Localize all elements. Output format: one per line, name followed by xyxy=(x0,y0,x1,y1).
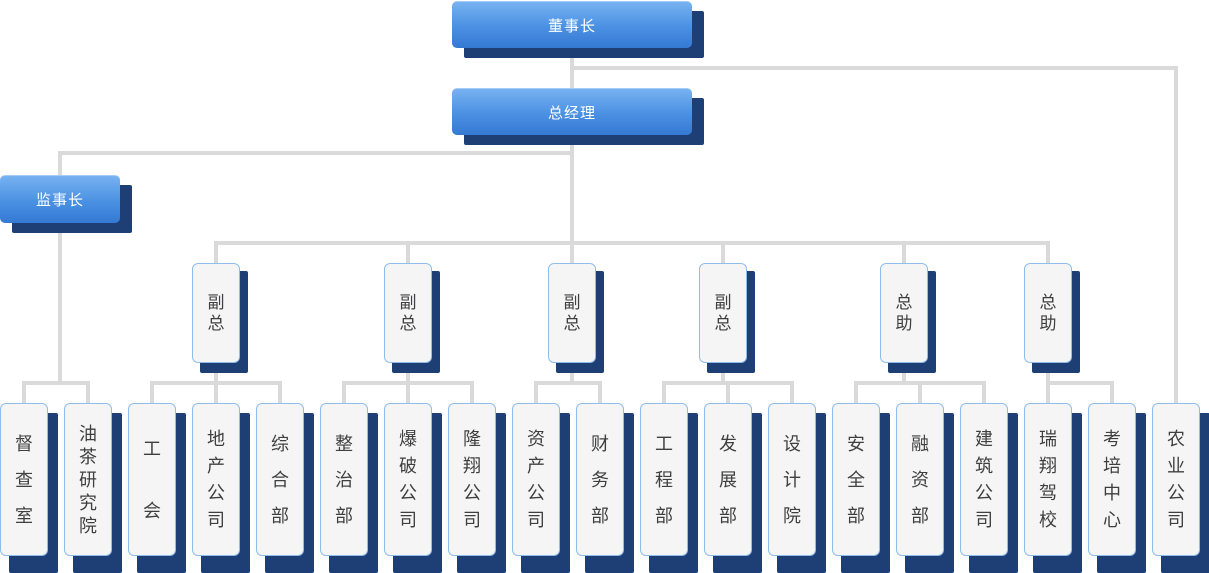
org-node-general-manager: 总经理 xyxy=(452,88,704,145)
node-label: 财务部 xyxy=(591,433,609,526)
node-label: 整治部 xyxy=(335,433,353,526)
node-label: 爆破公司 xyxy=(399,429,417,530)
org-node-engineering-dept: 工程部 xyxy=(640,403,698,573)
node-label: 油茶研究院 xyxy=(79,423,97,536)
node-label: 隆翔公司 xyxy=(463,429,481,530)
connector-line xyxy=(570,66,1178,70)
org-node-deputy-gm-4: 副总 xyxy=(699,263,755,373)
org-node-deputy-gm-1: 副总 xyxy=(192,263,248,373)
org-node-exam-training-center: 考培中心 xyxy=(1088,403,1146,573)
node-label: 副总 xyxy=(399,293,417,333)
connector-line xyxy=(342,381,346,405)
org-node-supervisory-chief: 监事长 xyxy=(0,175,132,233)
connector-line xyxy=(902,241,906,267)
node-label: 安全部 xyxy=(847,433,865,526)
org-node-safety-dept: 安全部 xyxy=(832,403,890,573)
connector-line xyxy=(854,381,858,405)
connector-line xyxy=(1046,241,1050,267)
connector-line xyxy=(570,134,574,244)
org-node-labor-union: 工会 xyxy=(128,403,186,573)
node-label: 总经理 xyxy=(547,104,596,122)
connector-line xyxy=(22,381,90,385)
node-label: 监事长 xyxy=(35,192,84,209)
org-node-rectification-dept: 整治部 xyxy=(320,403,378,573)
connector-line xyxy=(214,241,1050,245)
connector-line xyxy=(470,381,474,405)
node-label: 董事长 xyxy=(547,17,596,35)
connector-line xyxy=(1046,381,1050,405)
connector-line xyxy=(790,381,794,405)
node-label: 建筑公司 xyxy=(975,429,993,530)
org-node-longxiang-company: 隆翔公司 xyxy=(448,403,506,573)
org-node-real-estate-company: 地产公司 xyxy=(192,403,250,573)
org-node-financing-dept: 融资部 xyxy=(896,403,954,573)
connector-line xyxy=(982,381,986,405)
node-label: 综合部 xyxy=(271,433,289,526)
org-node-agriculture-company: 农业公司 xyxy=(1152,403,1209,573)
connector-line xyxy=(278,381,282,405)
org-node-gm-assistant-2: 总助 xyxy=(1024,263,1080,373)
node-label: 发展部 xyxy=(719,433,737,526)
connector-line xyxy=(406,241,410,267)
org-node-finance-dept: 财务部 xyxy=(576,403,634,573)
org-node-deputy-gm-3: 副总 xyxy=(548,263,604,373)
org-node-gm-assistant-1: 总助 xyxy=(880,263,936,373)
node-label: 设计院 xyxy=(783,433,801,526)
connector-line xyxy=(58,151,574,155)
connector-line xyxy=(58,151,62,385)
org-node-general-affairs-dept: 综合部 xyxy=(256,403,314,573)
connector-line xyxy=(150,381,154,405)
connector-line xyxy=(534,381,602,385)
connector-line xyxy=(86,381,90,405)
connector-line xyxy=(1046,381,1114,385)
connector-line xyxy=(22,381,26,405)
node-label: 工程部 xyxy=(655,433,673,526)
connector-line xyxy=(662,381,666,405)
org-node-blasting-company: 爆破公司 xyxy=(384,403,442,573)
connector-line xyxy=(918,381,922,405)
node-label: 瑞翔驾校 xyxy=(1039,429,1057,530)
org-node-design-institute: 设计院 xyxy=(768,403,826,573)
node-label: 工会 xyxy=(143,438,161,521)
connector-line xyxy=(726,381,730,405)
connector-line xyxy=(598,381,602,405)
org-node-chairman: 董事长 xyxy=(452,1,704,58)
org-node-deputy-gm-2: 副总 xyxy=(384,263,440,373)
org-node-oil-tea-research-institute: 油茶研究院 xyxy=(64,403,122,573)
node-label: 副总 xyxy=(714,293,732,333)
org-node-development-dept: 发展部 xyxy=(704,403,762,573)
connector-line xyxy=(406,381,410,405)
connector-line xyxy=(534,381,538,405)
node-label: 副总 xyxy=(207,293,225,333)
node-label: 督查室 xyxy=(15,433,33,526)
org-node-assets-company: 资产公司 xyxy=(512,403,570,573)
org-node-supervision-office: 督查室 xyxy=(0,403,58,573)
connector-line xyxy=(570,241,574,267)
node-label: 资产公司 xyxy=(527,429,545,530)
connector-line xyxy=(214,381,218,405)
node-label: 总助 xyxy=(895,293,913,333)
node-label: 副总 xyxy=(563,293,581,333)
org-node-ruixiang-driving-school: 瑞翔驾校 xyxy=(1024,403,1082,573)
org-node-construction-company: 建筑公司 xyxy=(960,403,1018,573)
connector-line xyxy=(721,241,725,267)
node-label: 总助 xyxy=(1039,293,1057,333)
node-label: 考培中心 xyxy=(1103,429,1121,530)
node-label: 农业公司 xyxy=(1167,429,1185,530)
connector-line xyxy=(214,241,218,267)
connector-line xyxy=(1174,66,1178,405)
connector-line xyxy=(1110,381,1114,405)
node-label: 地产公司 xyxy=(207,429,225,530)
node-label: 融资部 xyxy=(911,433,929,526)
